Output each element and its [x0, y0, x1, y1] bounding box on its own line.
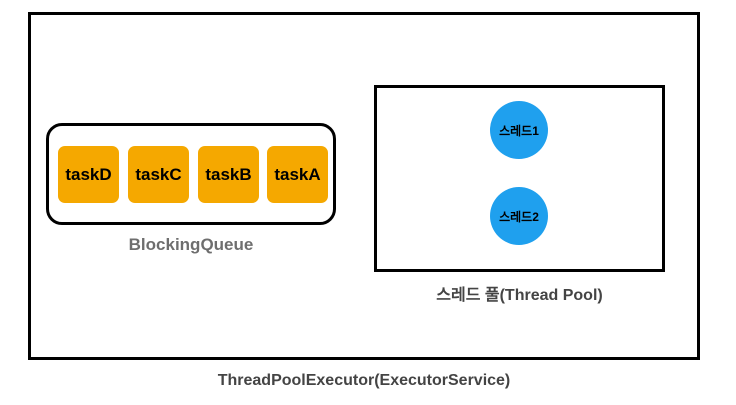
blocking-queue-label: BlockingQueue [128, 235, 254, 254]
task-b: taskB [198, 146, 259, 203]
thread-1: 스레드1 [490, 101, 548, 159]
thread-pool-label: 스레드 풀(Thread Pool) [436, 287, 603, 304]
executor-box [28, 12, 700, 360]
thread-pool-box [374, 85, 665, 272]
blocking-queue-box [46, 123, 336, 225]
thread-2: 스레드2 [490, 187, 548, 245]
task-a: taskA [267, 146, 328, 203]
executor-label: ThreadPoolExecutor(ExecutorService) [217, 372, 511, 389]
task-d: taskD [58, 146, 119, 203]
task-c: taskC [128, 146, 189, 203]
